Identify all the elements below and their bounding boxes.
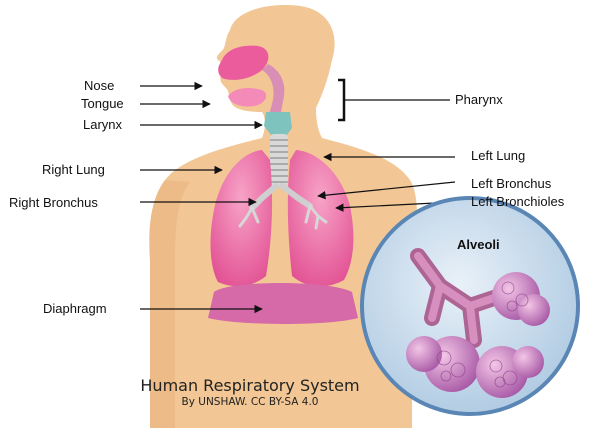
label-left-lung: Left Lung bbox=[471, 148, 525, 164]
caption-credit: By UNSHAW. CC BY-SA 4.0 bbox=[120, 396, 380, 408]
label-pharynx: Pharynx bbox=[455, 92, 503, 108]
label-left-bronchus: Left Bronchus bbox=[471, 176, 551, 192]
alveoli-inset bbox=[362, 198, 578, 414]
label-tongue: Tongue bbox=[81, 96, 124, 112]
label-left-bronchioles: Left Bronchioles bbox=[471, 194, 564, 210]
pharynx-bracket bbox=[338, 80, 344, 120]
label-diaphragm: Diaphragm bbox=[43, 301, 107, 317]
label-right-lung: Right Lung bbox=[42, 162, 105, 178]
caption-title: Human Respiratory System bbox=[120, 376, 380, 395]
diaphragm-shape bbox=[208, 283, 358, 324]
alveoli-title: Alveoli bbox=[457, 237, 500, 252]
trachea bbox=[270, 134, 288, 186]
body-silhouette bbox=[149, 5, 417, 428]
label-larynx: Larynx bbox=[83, 117, 122, 133]
label-nose: Nose bbox=[84, 78, 114, 94]
label-right-bronchus: Right Bronchus bbox=[9, 195, 98, 211]
